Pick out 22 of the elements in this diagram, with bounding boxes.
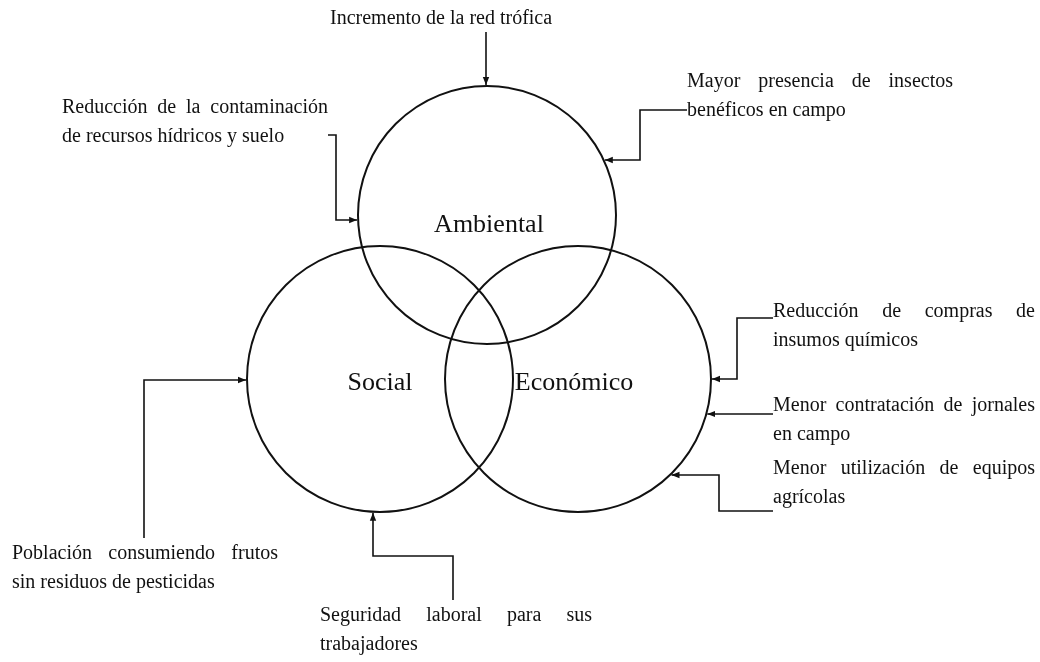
arrow: [482, 31, 490, 86]
callout-text: Incremento de la red trófica: [330, 3, 642, 32]
circle-label: Económico: [514, 367, 634, 397]
callout-text: Mayor presencia de insectos benéficos en campo: [687, 66, 953, 124]
callout-text: Menor contratación de jornales en campo: [773, 390, 1035, 448]
venn-circle: [246, 245, 514, 513]
circle-label: Ambiental: [434, 209, 544, 239]
arrow: [369, 512, 454, 601]
callout-text: Seguridad laboral para sus trabajadores: [320, 600, 592, 658]
callout-text: Reducción de compras de insumos químicos: [773, 296, 1035, 354]
venn-circle: [444, 245, 712, 513]
arrow: [604, 109, 688, 164]
arrow: [670, 471, 774, 512]
callout-text: Población consumiendo frutos sin residuos de pesticidas: [12, 538, 278, 596]
arrow: [327, 134, 358, 224]
arrow: [711, 317, 774, 383]
callout-text: Menor utilización de equipos agrícolas: [773, 453, 1035, 511]
arrow: [143, 376, 247, 539]
arrow: [706, 410, 774, 418]
circle-label: Social: [347, 367, 413, 397]
callout-text: Reducción de la contaminación de recursos hídricos y suelo: [62, 92, 328, 150]
venn-circle: [357, 85, 617, 345]
